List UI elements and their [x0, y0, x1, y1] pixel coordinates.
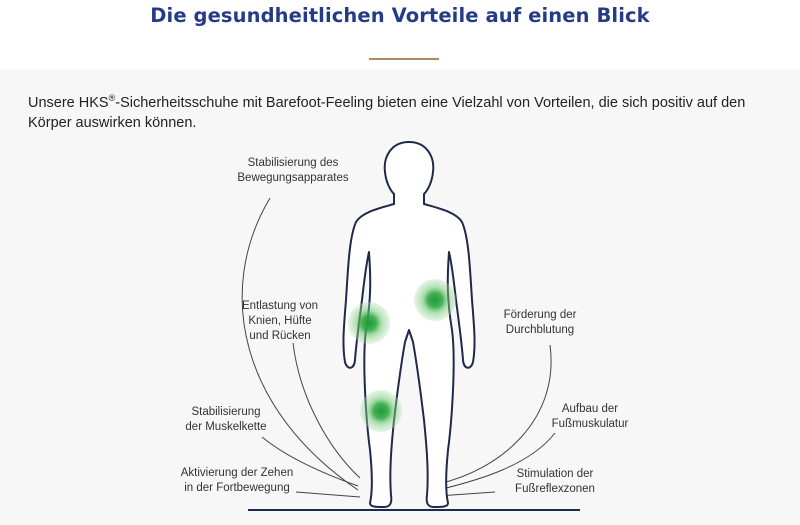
label-line: Stabilisierung [191, 406, 261, 418]
title-divider [369, 58, 439, 60]
label-line: Fußmuskulatur [551, 418, 629, 430]
label-line: Förderung der [503, 309, 577, 321]
label-line: Entlastung von [241, 300, 319, 312]
connector-right-1 [437, 344, 552, 485]
connector-left-2 [292, 342, 361, 479]
benefit-label-durchblutung: Förderung der Durchblutung [490, 308, 590, 338]
intro-text-rest: -Sicherheitsschuhe mit Barefoot-Feeling … [28, 94, 746, 131]
benefit-label-fussmuskulatur: Aufbau der Fußmuskulatur [540, 402, 640, 432]
label-line: der Muskelkette [185, 421, 267, 433]
label-line: Stimulation der [516, 468, 594, 480]
highlight-knee [360, 390, 402, 432]
benefit-label-entlastung: Entlastung von Knien, Hüfte und Rücken [230, 299, 330, 344]
label-line: in der Fortbewegung [184, 482, 290, 494]
label-line: Stabilisierung des [247, 157, 339, 169]
label-line: und Rücken [249, 330, 311, 342]
connector-left-3 [261, 436, 359, 487]
connector-left-1 [241, 197, 359, 491]
intro-text-start: Unsere HKS [28, 94, 109, 111]
connector-left-4 [295, 491, 361, 498]
label-line: Bewegungsapparates [237, 172, 349, 184]
label-line: Aktivierung der Zehen [180, 467, 294, 479]
label-line: Aufbau der [561, 403, 619, 415]
benefit-label-stabilisierung-bewegungsapparat: Stabilisierung des Bewegungsapparates [235, 156, 351, 186]
label-line: Durchblutung [505, 324, 575, 336]
benefit-label-muskelkette: Stabilisierung der Muskelkette [176, 405, 276, 435]
highlight-hip-right [414, 279, 456, 321]
intro-text: Unsere HKS®-Sicherheitsschuhe mit Barefo… [28, 88, 788, 133]
label-line: Fußreflexzonen [515, 483, 595, 495]
page-title: Die gesundheitlichen Vorteile auf einen … [150, 4, 650, 27]
connector-right-2 [437, 432, 556, 491]
highlight-hip-left [348, 302, 390, 344]
benefit-label-fussreflexzonen: Stimulation der Fußreflexzonen [505, 467, 605, 497]
benefit-label-zehen: Aktivierung der Zehen in der Fortbewegun… [175, 466, 299, 496]
registered-mark: ® [108, 93, 116, 103]
label-line: Knien, Hüfte [248, 315, 312, 327]
highlight-spots [348, 279, 456, 432]
connector-lines [241, 197, 556, 498]
